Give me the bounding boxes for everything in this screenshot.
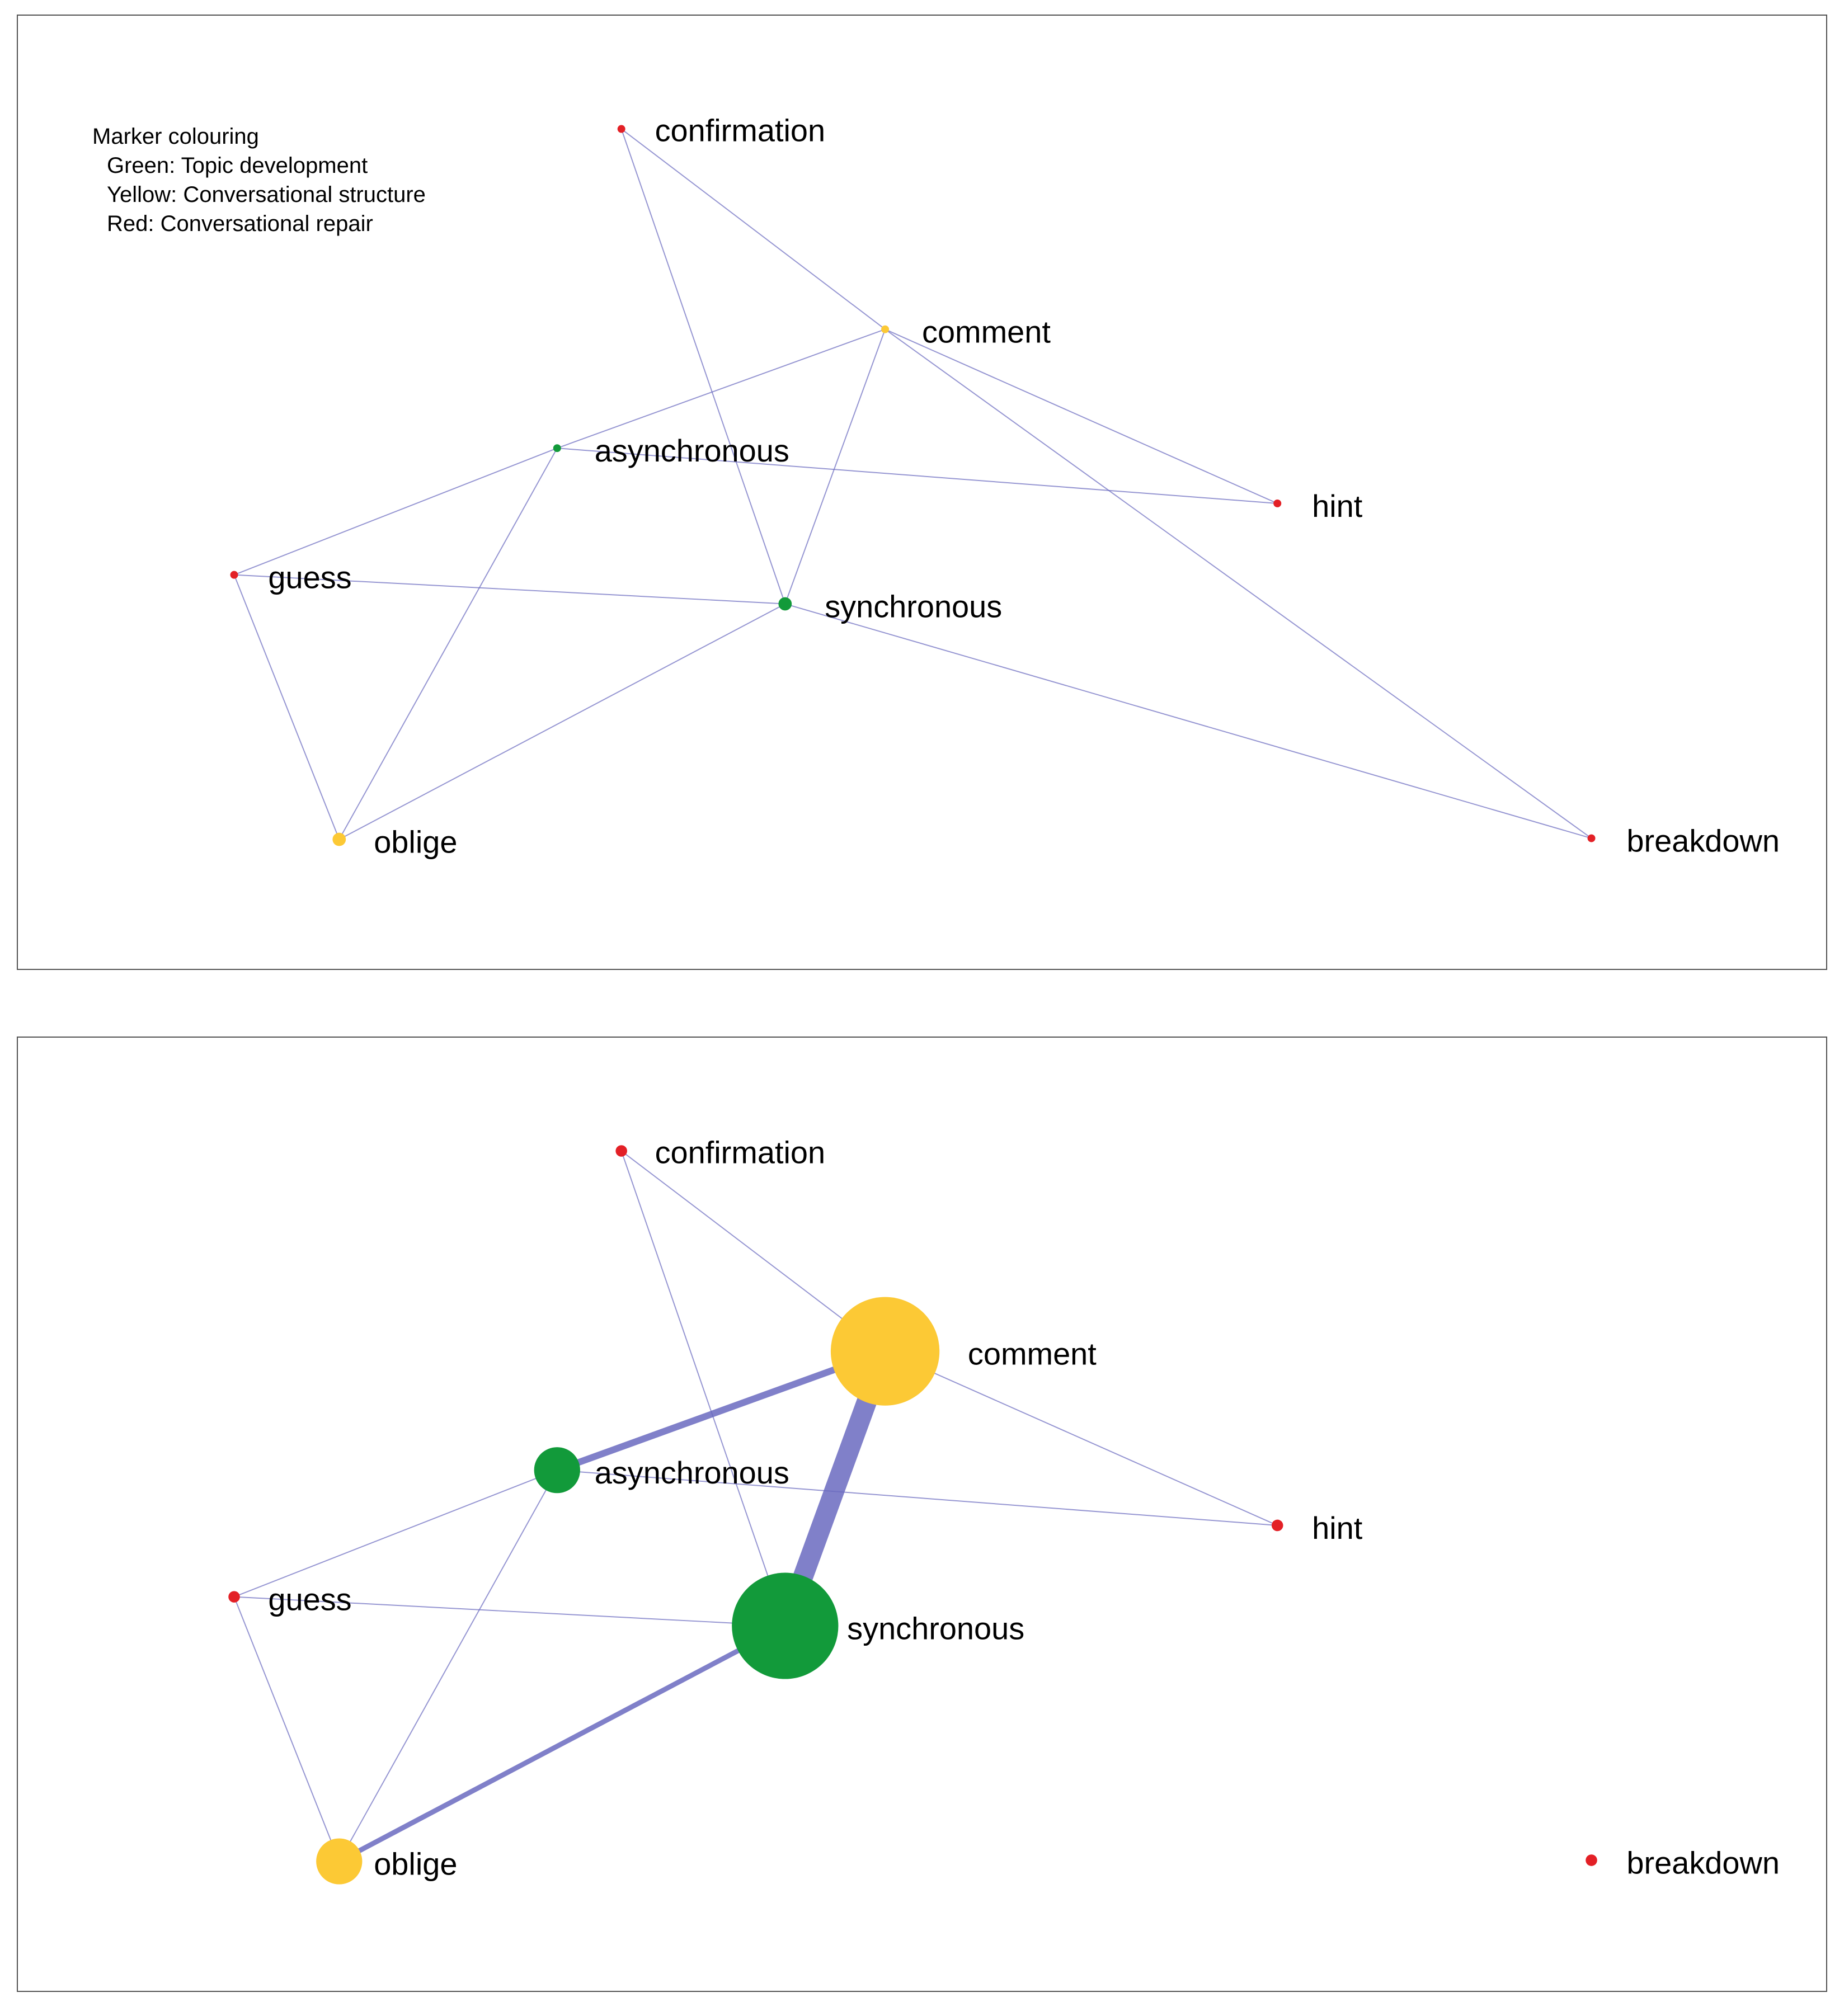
- network-panel-top: confirmation comment asynchronous hint guess…: [17, 15, 1827, 970]
- edge-guess-synchronous: [234, 1596, 785, 1627]
- edges-top: [233, 128, 1592, 840]
- edge-asynchronous-guess: [234, 1469, 558, 1598]
- edge-comment-breakdown: [885, 328, 1592, 839]
- node-comment-marker: [830, 1297, 940, 1406]
- edge-comment-asynchronous: [557, 328, 886, 449]
- edges-bottom: [233, 1150, 1278, 1864]
- edge-comment-synchronous: [784, 329, 886, 604]
- node-hint-label: hint: [1312, 1510, 1363, 1546]
- edge-asynchronous-oblige: [338, 448, 558, 840]
- node-comment-label: comment: [922, 314, 1051, 350]
- node-breakdown-label: breakdown: [1626, 823, 1780, 859]
- edge-guess-oblige: [233, 574, 340, 840]
- node-confirmation-label: confirmation: [655, 113, 826, 148]
- edge-synchronous-breakdown: [785, 603, 1592, 839]
- node-hint-label: hint: [1312, 488, 1363, 524]
- legend-item-green: Green: Topic development: [107, 153, 368, 178]
- network-graph-top: confirmation comment asynchronous hint guess…: [230, 113, 1780, 860]
- edge-confirmation-comment: [621, 128, 886, 330]
- legend-title: Marker colouring: [92, 124, 259, 149]
- edge-comment-hint: [885, 328, 1278, 504]
- node-synchronous-label: synchronous: [847, 1611, 1024, 1646]
- legend-item-yellow: Yellow: Conversational structure: [107, 182, 426, 207]
- edge-guess-synchronous: [234, 574, 785, 605]
- nodes-top: confirmation comment asynchronous hint guess…: [230, 113, 1780, 860]
- node-comment-marker: [881, 325, 890, 333]
- node-synchronous-marker: [732, 1572, 839, 1679]
- node-guess-marker: [230, 571, 238, 579]
- edge-confirmation-synchronous: [620, 1151, 786, 1626]
- node-hint-marker: [1273, 499, 1282, 507]
- edge-confirmation-comment: [621, 1150, 886, 1352]
- node-asynchronous-label: asynchronous: [595, 433, 789, 468]
- node-asynchronous-marker: [534, 1447, 580, 1494]
- edge-synchronous-oblige: [338, 603, 785, 840]
- node-asynchronous-label: asynchronous: [595, 1455, 789, 1490]
- edge-asynchronous-oblige: [338, 1469, 558, 1862]
- node-asynchronous-marker: [553, 444, 561, 453]
- node-confirmation-marker: [617, 125, 625, 133]
- node-guess-marker: [228, 1591, 240, 1603]
- node-comment-label: comment: [968, 1336, 1097, 1372]
- edge-synchronous-oblige: [338, 1623, 787, 1864]
- edge-asynchronous-hint: [557, 1469, 1278, 1526]
- node-breakdown-marker: [1587, 834, 1596, 842]
- edge-comment-asynchronous: [556, 1348, 887, 1473]
- node-synchronous-label: synchronous: [825, 589, 1002, 624]
- node-oblige-label: oblige: [374, 825, 457, 860]
- edge-comment-hint: [885, 1350, 1278, 1526]
- nodes-bottom: confirmation comment asynchronous hint guess…: [228, 1135, 1780, 1885]
- node-confirmation-label: confirmation: [655, 1135, 826, 1170]
- edge-asynchronous-guess: [234, 448, 558, 576]
- edge-asynchronous-hint: [557, 448, 1278, 504]
- node-oblige-marker: [316, 1838, 363, 1885]
- node-oblige-marker: [332, 832, 346, 846]
- node-guess-label: guess: [268, 560, 351, 595]
- legend-item-red: Red: Conversational repair: [107, 211, 373, 236]
- node-breakdown-label: breakdown: [1626, 1845, 1780, 1881]
- edge-confirmation-synchronous: [620, 129, 786, 604]
- marker-legend: Marker colouring Green: Topic developmen…: [92, 122, 426, 238]
- network-graph-bottom: confirmation comment asynchronous hint guess…: [228, 1135, 1780, 1885]
- node-hint-marker: [1271, 1519, 1283, 1532]
- node-breakdown-marker: [1586, 1854, 1597, 1866]
- node-oblige-label: oblige: [374, 1847, 457, 1882]
- node-guess-label: guess: [268, 1582, 351, 1617]
- node-synchronous-marker: [778, 597, 792, 611]
- network-panel-bottom: confirmation comment asynchronous hint guess…: [17, 1037, 1827, 1992]
- node-confirmation-marker: [615, 1145, 627, 1157]
- edge-guess-oblige: [233, 1596, 340, 1862]
